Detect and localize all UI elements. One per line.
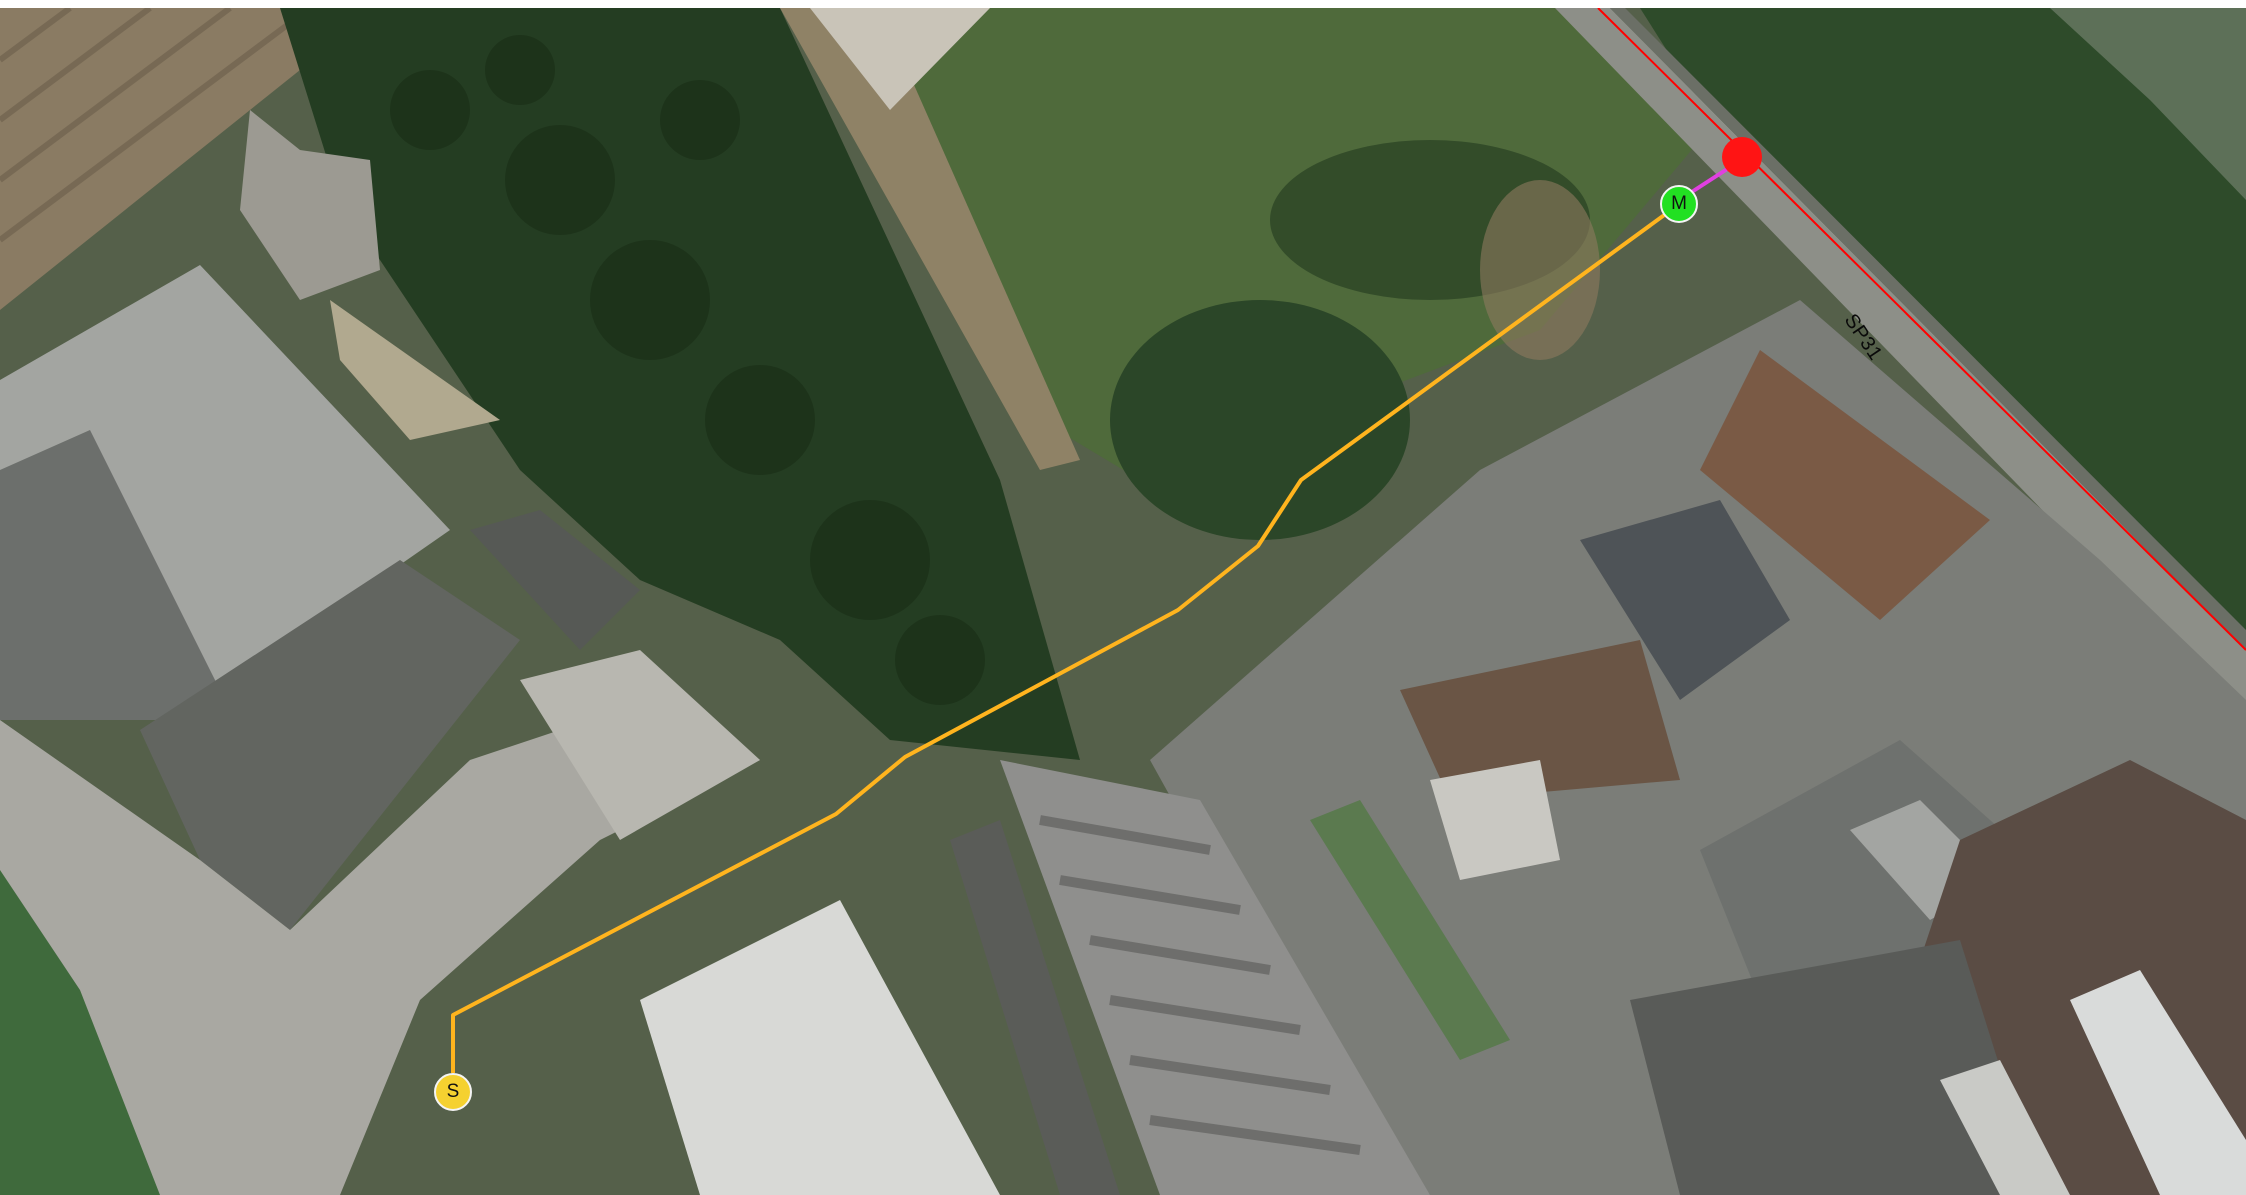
meter-marker[interactable]: M xyxy=(1660,185,1698,223)
start-marker[interactable]: S xyxy=(434,1073,472,1111)
connection-point-marker[interactable] xyxy=(1722,137,1762,177)
route-line xyxy=(451,203,1680,1073)
